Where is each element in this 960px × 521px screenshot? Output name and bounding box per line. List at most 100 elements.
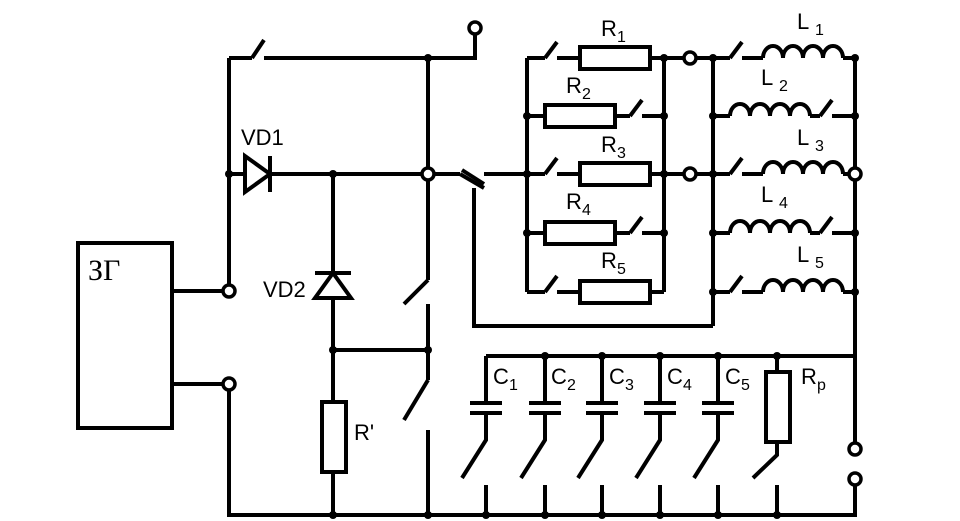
svg-text:3: 3: [625, 377, 634, 394]
terminal-top: [467, 20, 483, 36]
center-switch-1: [402, 278, 430, 306]
generator-label: ЗГ: [88, 254, 120, 287]
top-wire-b: [264, 34, 477, 60]
generator-block: [76, 241, 174, 430]
bottom-bus: [227, 390, 857, 517]
vd2-label: VD2: [263, 277, 306, 302]
svg-text:C: C: [609, 364, 625, 389]
terminal-right-bottom: [847, 471, 863, 487]
svg-text:C: C: [725, 364, 741, 389]
r1-switch: [543, 40, 559, 60]
r3-switch: [543, 156, 559, 176]
svg-text:R: R: [601, 16, 617, 41]
svg-text:L: L: [761, 65, 773, 90]
svg-text:1: 1: [509, 377, 518, 394]
svg-text:2: 2: [582, 86, 591, 103]
terminal-gen-bottom: [221, 376, 237, 392]
c5: [692, 356, 734, 515]
svg-text:2: 2: [779, 78, 788, 95]
c4: [634, 356, 676, 515]
l5-switch: [728, 274, 744, 294]
center-switch-2: [402, 378, 430, 422]
r-prime-resistor: [320, 400, 348, 474]
c1: [460, 356, 502, 515]
l3-coil: [761, 160, 845, 175]
svg-text:4: 4: [683, 377, 692, 394]
svg-text:R: R: [601, 248, 617, 273]
r-prime-label: R': [354, 420, 374, 445]
r4-resistor: [543, 220, 617, 246]
l4-switch: [818, 215, 834, 235]
terminal-right-top: [847, 441, 863, 457]
svg-text:L: L: [797, 125, 809, 150]
terminal-gen-top: [221, 283, 237, 299]
l3-terminal: [847, 166, 863, 182]
rp: [751, 356, 792, 515]
rl-selector-hook: [460, 168, 486, 186]
r3-terminal: [682, 166, 698, 182]
l1-coil: [761, 44, 845, 59]
svg-text:L: L: [797, 9, 809, 34]
svg-text:p: p: [817, 377, 826, 394]
svg-text:C: C: [551, 364, 567, 389]
rl-selector-switch: [458, 172, 486, 190]
svg-text:1: 1: [617, 29, 626, 46]
svg-text:R: R: [566, 73, 582, 98]
svg-text:2: 2: [567, 377, 576, 394]
junction-dots: [225, 54, 859, 519]
l4-coil: [728, 219, 812, 234]
r3-resistor: [578, 161, 652, 187]
l5-coil: [761, 278, 845, 293]
svg-text:5: 5: [815, 255, 824, 272]
rl-selector-out: [472, 188, 713, 328]
vd1-diode-body: [243, 152, 274, 196]
r4-switch: [628, 215, 644, 235]
svg-text:3: 3: [617, 145, 626, 162]
r2-resistor: [543, 103, 617, 129]
l3-switch: [728, 156, 744, 176]
r2-switch: [628, 98, 644, 118]
l2-switch: [818, 98, 834, 118]
svg-text:C: C: [493, 364, 509, 389]
r5-switch: [543, 274, 559, 294]
vd2-diode-body: [311, 269, 355, 300]
l1-switch: [728, 40, 744, 60]
vd1-label: VD1: [241, 125, 284, 150]
svg-text:L: L: [761, 182, 773, 207]
svg-text:4: 4: [582, 202, 591, 219]
svg-text:R: R: [566, 189, 582, 214]
r5-resistor: [578, 279, 652, 305]
svg-text:1: 1: [815, 22, 824, 39]
junction-center: [420, 166, 436, 182]
top-switch: [250, 38, 266, 60]
svg-text:L: L: [797, 242, 809, 267]
r1-terminal: [682, 50, 698, 66]
svg-text:5: 5: [617, 261, 626, 278]
svg-text:5: 5: [741, 377, 750, 394]
svg-text:C: C: [667, 364, 683, 389]
r1-resistor: [578, 45, 652, 71]
svg-text:3: 3: [815, 138, 824, 155]
l2-coil: [728, 102, 812, 117]
c2: [519, 356, 561, 515]
svg-text:R: R: [601, 132, 617, 157]
c3: [576, 356, 618, 515]
svg-text:R: R: [801, 364, 817, 389]
